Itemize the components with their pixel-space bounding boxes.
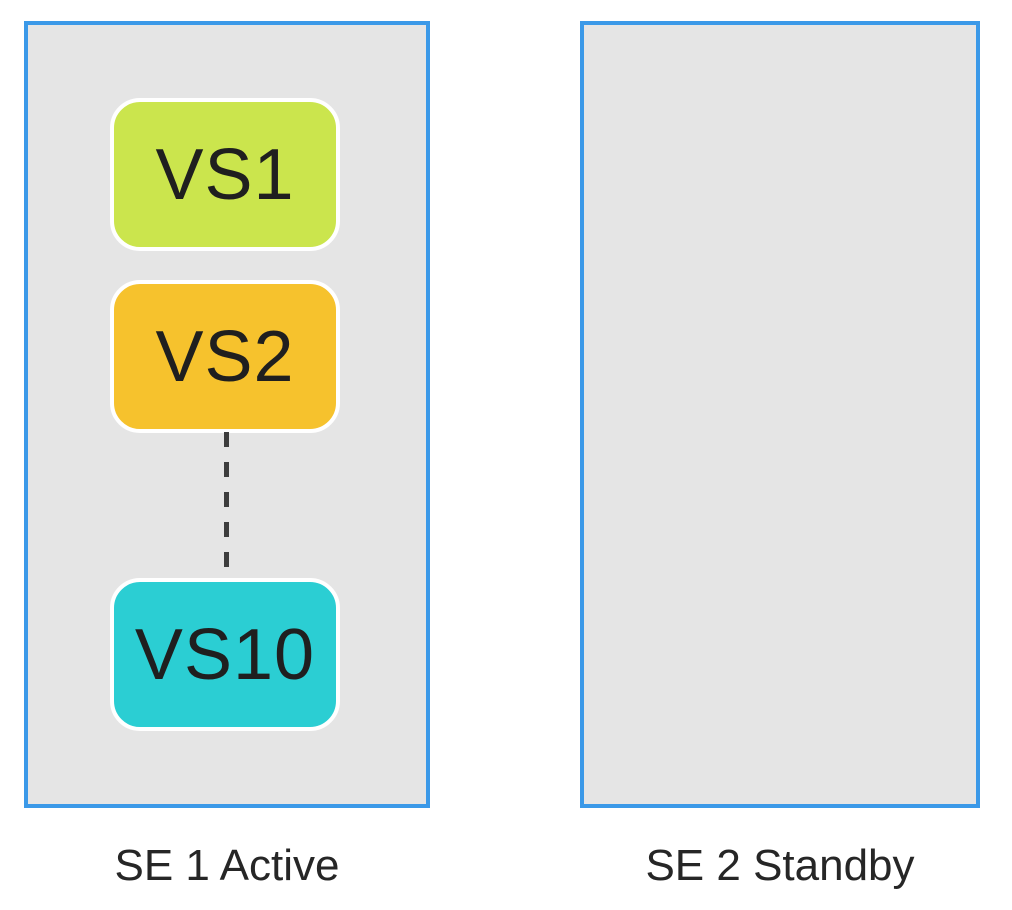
vs1-label: VS1 xyxy=(155,134,295,215)
se1-container: VS1 VS2 VS10 xyxy=(24,21,430,808)
se2-caption: SE 2 Standby xyxy=(645,841,915,890)
vs2-label: VS2 xyxy=(155,316,295,397)
vs2-vs10-dashed-connector xyxy=(224,432,229,578)
vs10-node: VS10 xyxy=(110,578,340,731)
se2-container xyxy=(580,21,980,808)
se1-caption: SE 1 Active xyxy=(114,841,340,890)
vs1-node: VS1 xyxy=(110,98,340,251)
vs10-label: VS10 xyxy=(134,614,316,695)
vs2-node: VS2 xyxy=(110,280,340,433)
